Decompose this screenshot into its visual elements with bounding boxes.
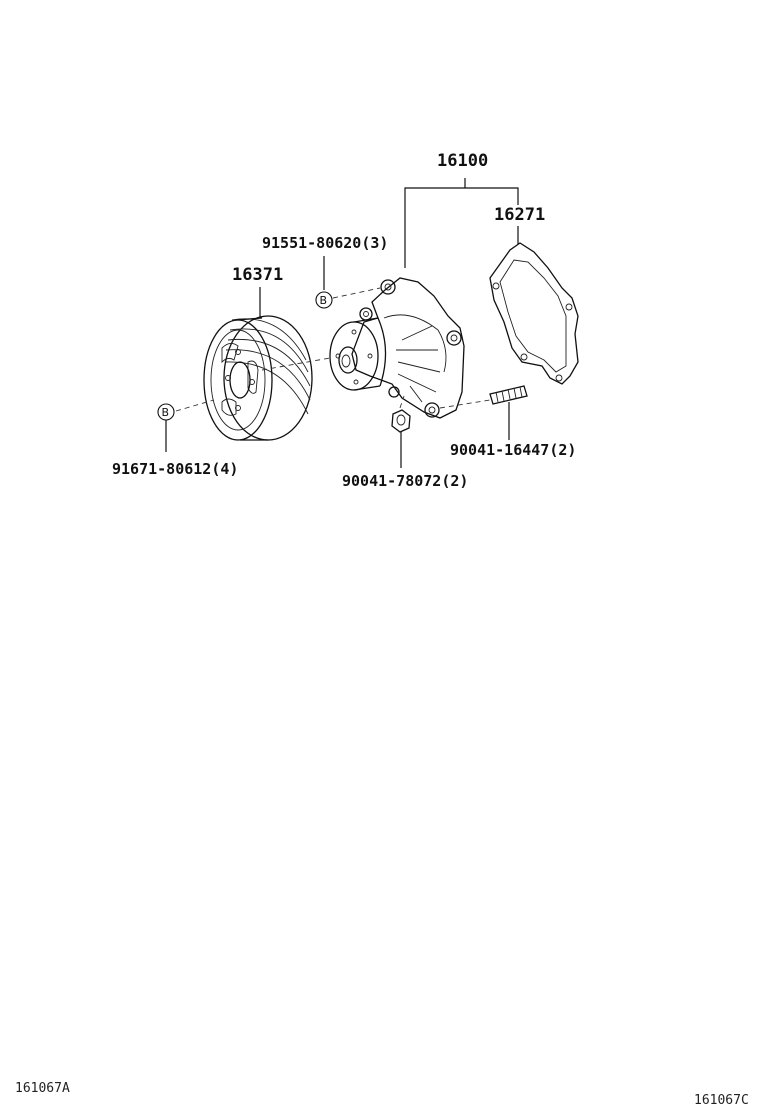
label-stud[interactable]: 90041-16447(2) <box>450 441 576 459</box>
assembly-bracket <box>404 178 519 268</box>
label-nut[interactable]: 90041-78072(2) <box>342 472 468 490</box>
pulley-part[interactable] <box>203 315 313 441</box>
svg-text:B: B <box>162 406 170 419</box>
label-bolt-top[interactable]: 91551-80620(3) <box>262 234 388 252</box>
label-assembly[interactable]: 16100 <box>437 151 488 171</box>
pump-bolt-marker[interactable]: B <box>315 291 333 309</box>
stud-part[interactable] <box>489 385 528 405</box>
gasket-part[interactable] <box>489 242 579 385</box>
svg-text:B: B <box>320 294 328 307</box>
label-bolt-pulley[interactable]: 91671-80612(4) <box>112 460 238 478</box>
label-gasket[interactable]: 16271 <box>494 205 545 225</box>
pulley-bolt-marker[interactable]: B <box>157 403 175 421</box>
label-pulley[interactable]: 16371 <box>232 265 283 285</box>
footer-code-left: 161067A <box>15 1081 70 1096</box>
footer-code-right: 161067C <box>694 1093 749 1108</box>
nut-part[interactable] <box>391 409 411 433</box>
water-pump-part[interactable] <box>329 277 465 419</box>
